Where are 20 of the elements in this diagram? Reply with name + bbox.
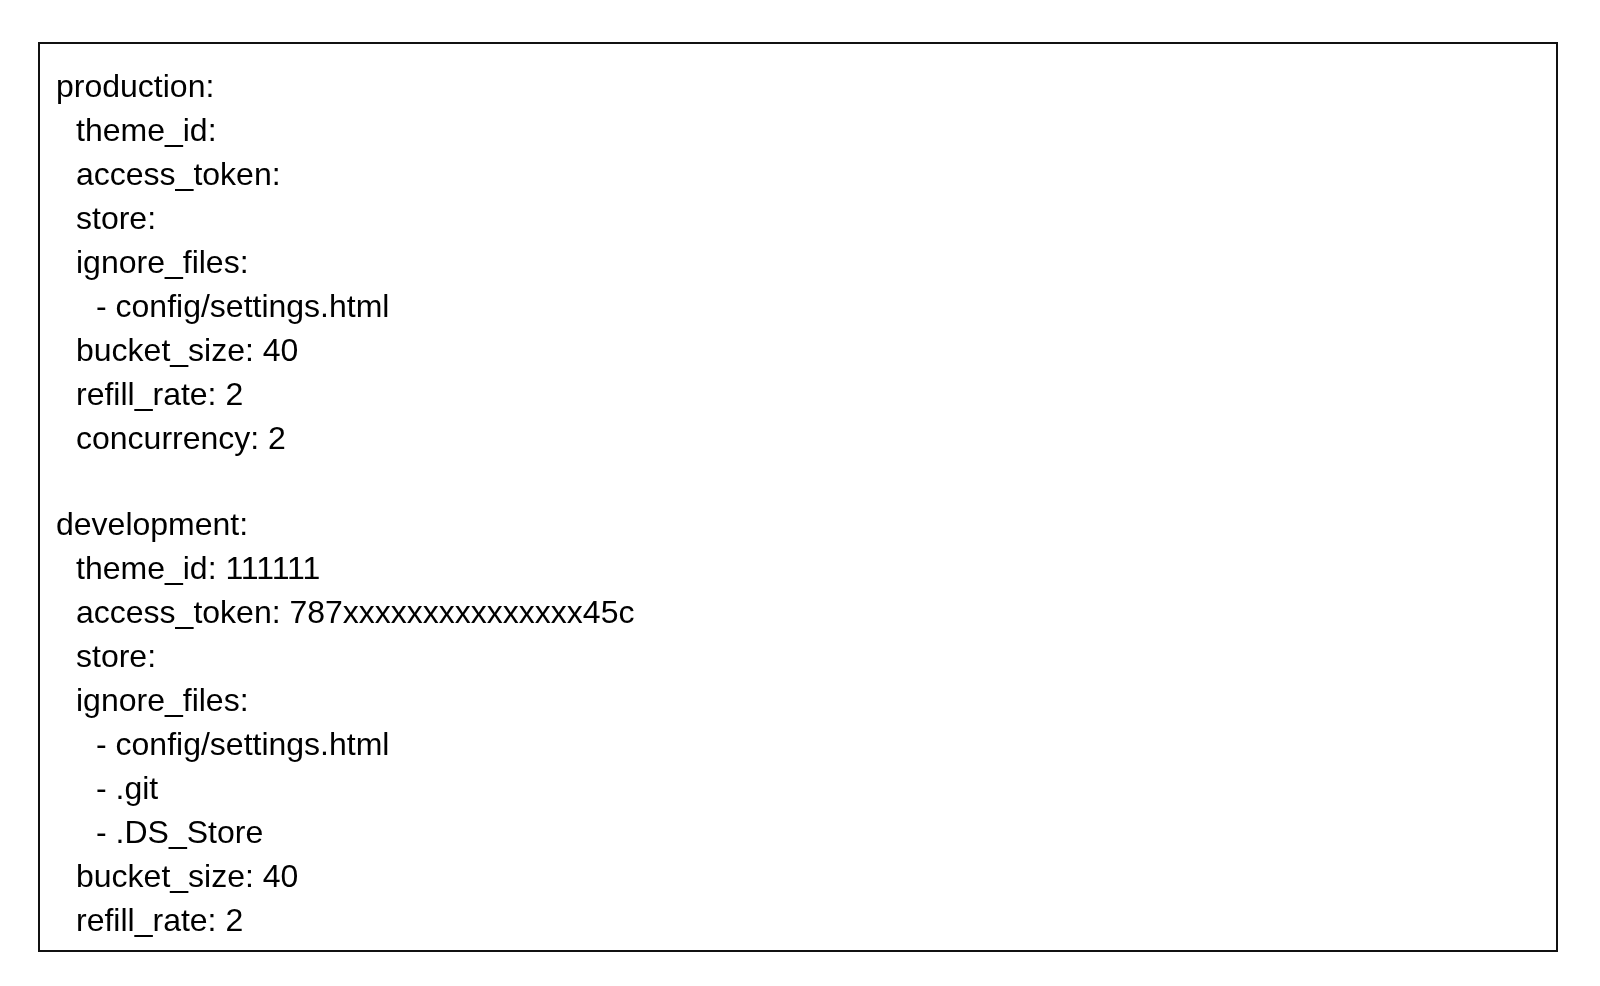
- code-line: refill_rate: 2: [76, 375, 244, 414]
- code-line: - .git: [96, 769, 159, 808]
- code-line: development:: [56, 505, 249, 544]
- code-line: refill_rate: 2: [76, 901, 244, 940]
- code-line: bucket_size: 40: [76, 331, 299, 370]
- code-panel: [38, 42, 1558, 952]
- code-line: ignore_files:: [76, 681, 249, 720]
- code-line: production:: [56, 67, 215, 106]
- code-line: concurrency: 2: [76, 419, 286, 458]
- code-line: theme_id: 111111: [76, 549, 321, 588]
- code-line: - config/settings.html: [96, 725, 390, 764]
- code-line: - .DS_Store: [96, 813, 264, 852]
- code-line: ignore_files:: [76, 243, 249, 282]
- code-line: theme_id:: [76, 111, 217, 150]
- code-line: access_token: 787xxxxxxxxxxxxxxx45c: [76, 593, 635, 632]
- code-line: store:: [76, 637, 157, 676]
- code-line: access_token:: [76, 155, 281, 194]
- code-line: store:: [76, 199, 157, 238]
- code-line: bucket_size: 40: [76, 857, 299, 896]
- code-line: - config/settings.html: [96, 287, 390, 326]
